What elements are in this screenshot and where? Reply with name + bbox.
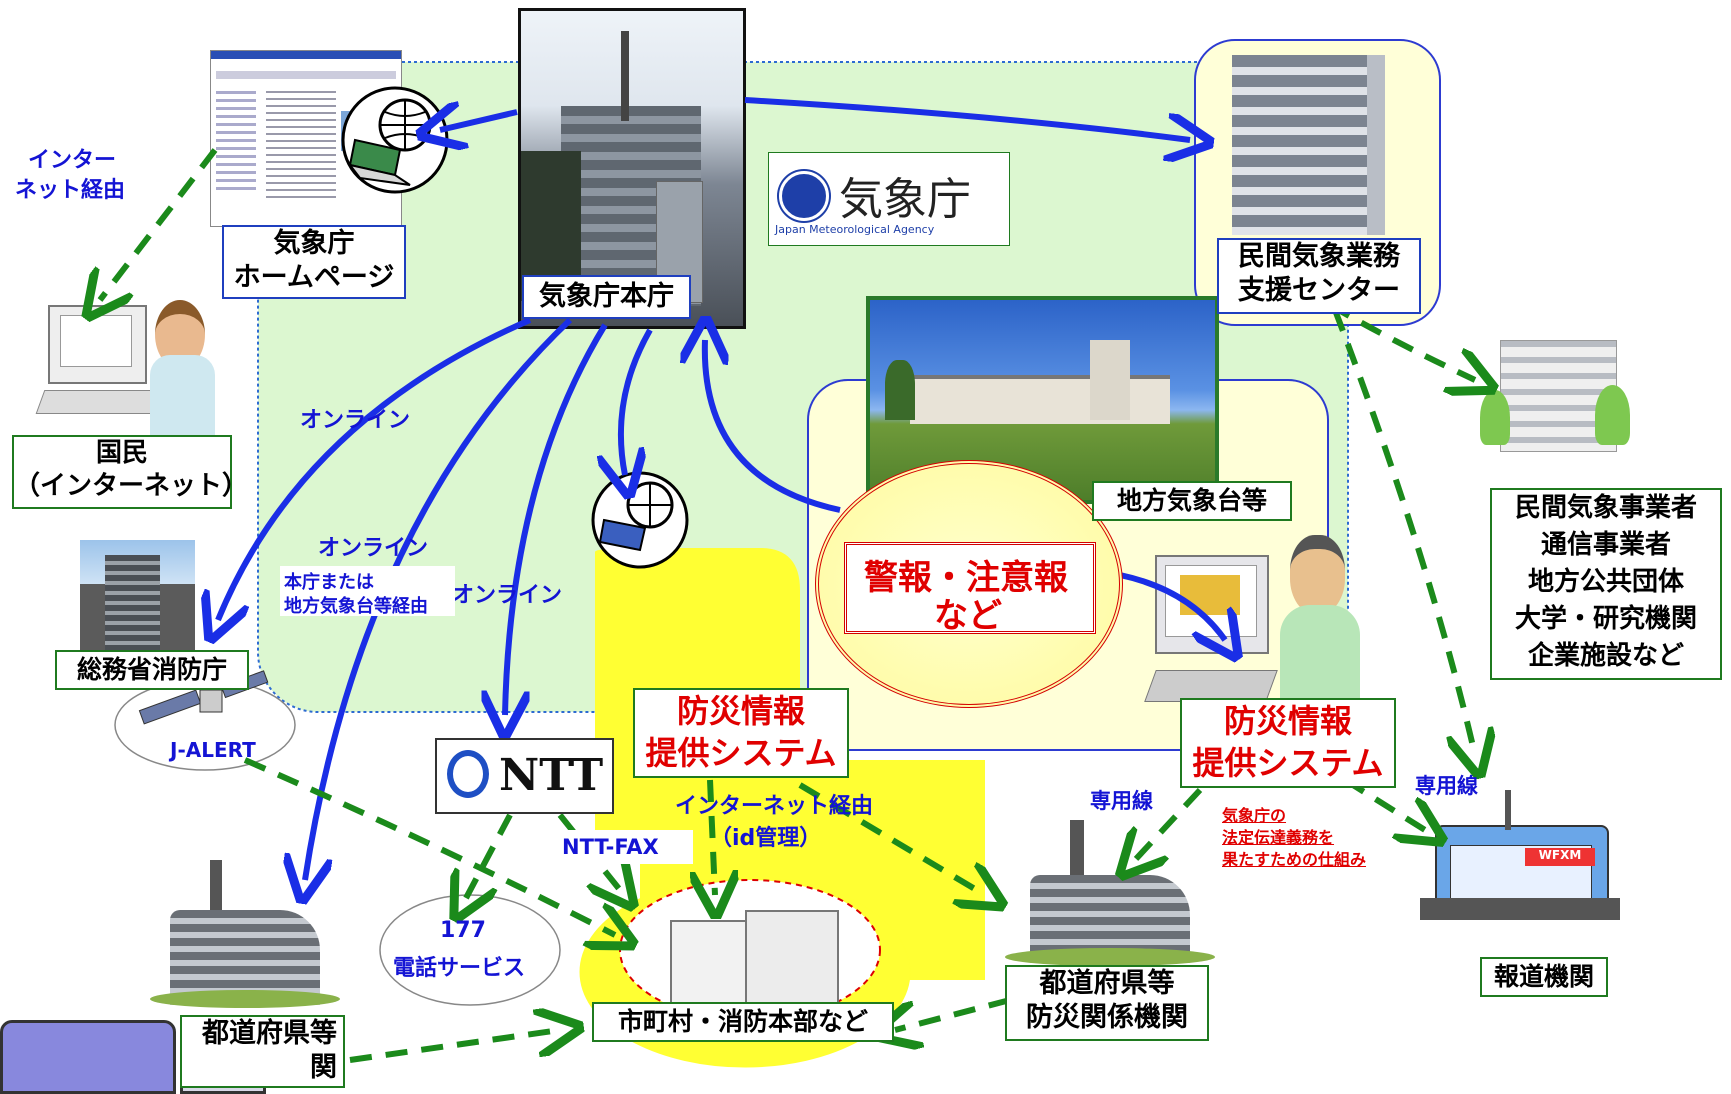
- jma-logo-sub: Japan Meteorological Agency: [775, 223, 935, 236]
- support-line2: 支援センター: [1238, 274, 1400, 306]
- fdma-text: 総務省消防庁: [76, 655, 227, 684]
- jma-hq-text: 気象庁本庁: [539, 281, 674, 312]
- fdma-building-photo: [80, 540, 195, 650]
- legal-duty-line3: 果たすための仕組み: [1222, 850, 1367, 869]
- internet-id-line2: （id管理）: [710, 826, 822, 851]
- municipalities-label: 市町村・消防本部など: [592, 1002, 894, 1042]
- homepage-line2: ホームページ: [233, 261, 395, 293]
- fdma-label: 総務省消防庁: [55, 650, 249, 690]
- jma-hq-label: 気象庁本庁: [522, 275, 691, 319]
- prefecture-building-right: [1005, 820, 1215, 970]
- legal-duty-note: 気象庁の 法定伝達義務を 果たすための仕組み: [1222, 805, 1366, 871]
- prefectures-left-line1: 都道府県等: [202, 1018, 337, 1049]
- online-label-1: オンライン: [300, 408, 411, 433]
- ntt-fax-bg: [555, 830, 693, 864]
- via-label-bg: [280, 566, 455, 616]
- via-hq-line2: 地方気象台等経由: [284, 596, 428, 617]
- prefectures-left-label: 都道府県等 関: [180, 1015, 345, 1088]
- internet-id-line1: インターネット経由: [675, 794, 874, 819]
- disaster-system-left: 防災情報 提供システム: [633, 688, 849, 778]
- warnings-ellipse: 警報・注意報 など: [815, 460, 1123, 708]
- private-users-line4: 大学・研究機関: [1514, 604, 1697, 634]
- internet-via-line1: インター: [28, 148, 117, 173]
- press-text: 報道機関: [1493, 962, 1594, 991]
- jma-logo-name: 気象庁: [839, 174, 971, 225]
- press-building: WFXM: [1420, 790, 1620, 930]
- local-office-photo: [866, 296, 1219, 504]
- system-right-line2: 提供システム: [1192, 744, 1384, 782]
- private-users-line2: 通信事業者: [1540, 530, 1671, 560]
- private-users-line1: 民間気象事業者: [1514, 493, 1697, 523]
- system-left-line2: 提供システム: [645, 734, 837, 772]
- citizens-label: 国民 （インターネット）: [12, 435, 249, 509]
- private-business-building: [1480, 335, 1630, 455]
- prefectures-left-line2: 関: [310, 1051, 337, 1083]
- homepage-screenshot: [210, 50, 402, 227]
- ntt-logo-text: NTT: [499, 750, 604, 801]
- ntt-logo: NTT: [435, 738, 614, 814]
- citizens-line1: 国民: [95, 438, 148, 468]
- system-right-line1: 防災情報: [1223, 702, 1352, 740]
- online-label-2: オンライン: [318, 536, 429, 561]
- homepage-label: 気象庁 ホームページ: [222, 225, 406, 299]
- citizens-line2: （インターネット）: [14, 470, 249, 501]
- jma-emblem-icon: [779, 171, 829, 221]
- local-office-text: 地方気象台等: [1116, 486, 1267, 515]
- citizen-at-computer: [35, 300, 220, 435]
- jalert-label: J-ALERT: [170, 738, 256, 762]
- ntt-fax-label: NTT-FAX: [562, 835, 659, 859]
- press-sign: WFXM: [1525, 848, 1595, 866]
- ntt-emblem-icon: [447, 750, 489, 798]
- prefectures-right-label: 都道府県等 防災関係機関: [1005, 965, 1209, 1041]
- dedicated-label-2: 専用線: [1415, 774, 1478, 798]
- private-users-label: 民間気象事業者 通信事業者 地方公共団体 大学・研究機関 企業施設など: [1490, 488, 1722, 680]
- internet-via-line2: ネット経由: [15, 178, 126, 203]
- support-line1: 民間気象業務: [1238, 241, 1400, 272]
- system-left-line1: 防災情報: [676, 692, 805, 730]
- dedicated-label-1: 専用線: [1090, 789, 1153, 813]
- prefectures-right-line2: 防災関係機関: [1026, 1001, 1188, 1033]
- municipalities-text: 市町村・消防本部など: [617, 1007, 868, 1036]
- press-label: 報道機関: [1480, 957, 1608, 997]
- support-center-building: [1232, 55, 1385, 235]
- prefectures-right-line1: 都道府県等: [1039, 968, 1175, 999]
- private-users-line3: 地方公共団体: [1527, 567, 1684, 597]
- phone-177: 177: [440, 918, 486, 943]
- legal-duty-line2: 法定伝達義務を: [1222, 828, 1335, 847]
- local-office-label: 地方気象台等: [1092, 481, 1292, 521]
- disaster-system-right: 防災情報 提供システム: [1180, 698, 1396, 788]
- municipality-building: [660, 905, 840, 1009]
- warnings-line1: 警報・注意報: [864, 558, 1068, 598]
- warnings-box: [844, 542, 1096, 634]
- jma-logo: 気象庁 Japan Meteorological Agency: [768, 152, 1010, 246]
- phone-service: 電話サービス: [393, 956, 526, 981]
- via-hq-line1: 本庁または: [284, 572, 374, 593]
- homepage-line1: 気象庁: [273, 228, 355, 259]
- prefecture-building-left: [150, 860, 340, 1020]
- private-users-line5: 企業施設など: [1527, 641, 1684, 671]
- support-center-label: 民間気象業務 支援センター: [1217, 238, 1421, 314]
- warnings-line2: など: [934, 596, 1002, 636]
- online-label-3: オンライン: [452, 583, 563, 608]
- legal-duty-line1: 気象庁の: [1222, 806, 1287, 825]
